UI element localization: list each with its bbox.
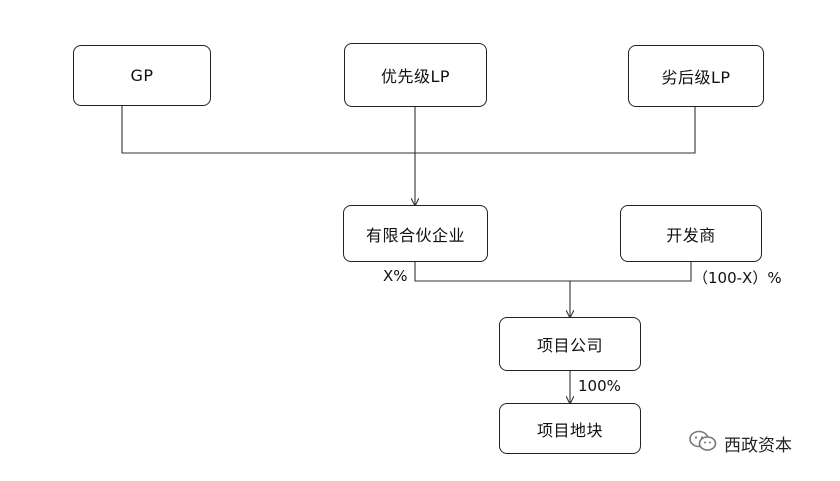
watermark: 西政资本	[688, 428, 792, 458]
node-project-company: 项目公司	[499, 317, 641, 371]
node-gp: GP	[73, 45, 211, 106]
label-partnership-share: X%	[383, 267, 408, 285]
label-land-share: 100%	[578, 377, 621, 395]
node-project-land: 项目地块	[499, 403, 641, 454]
watermark-text: 西政资本	[724, 435, 792, 456]
node-junior-lp: 劣后级LP	[628, 45, 764, 107]
connector-gp	[121, 106, 696, 154]
node-lp-partnership: 有限合伙企业	[343, 205, 488, 262]
connector-partnership-developer	[414, 262, 692, 282]
node-senior-lp: 优先级LP	[344, 43, 487, 107]
node-developer: 开发商	[620, 205, 762, 262]
label-developer-share: （100-X）%	[693, 269, 782, 287]
wechat-icon	[688, 429, 718, 458]
